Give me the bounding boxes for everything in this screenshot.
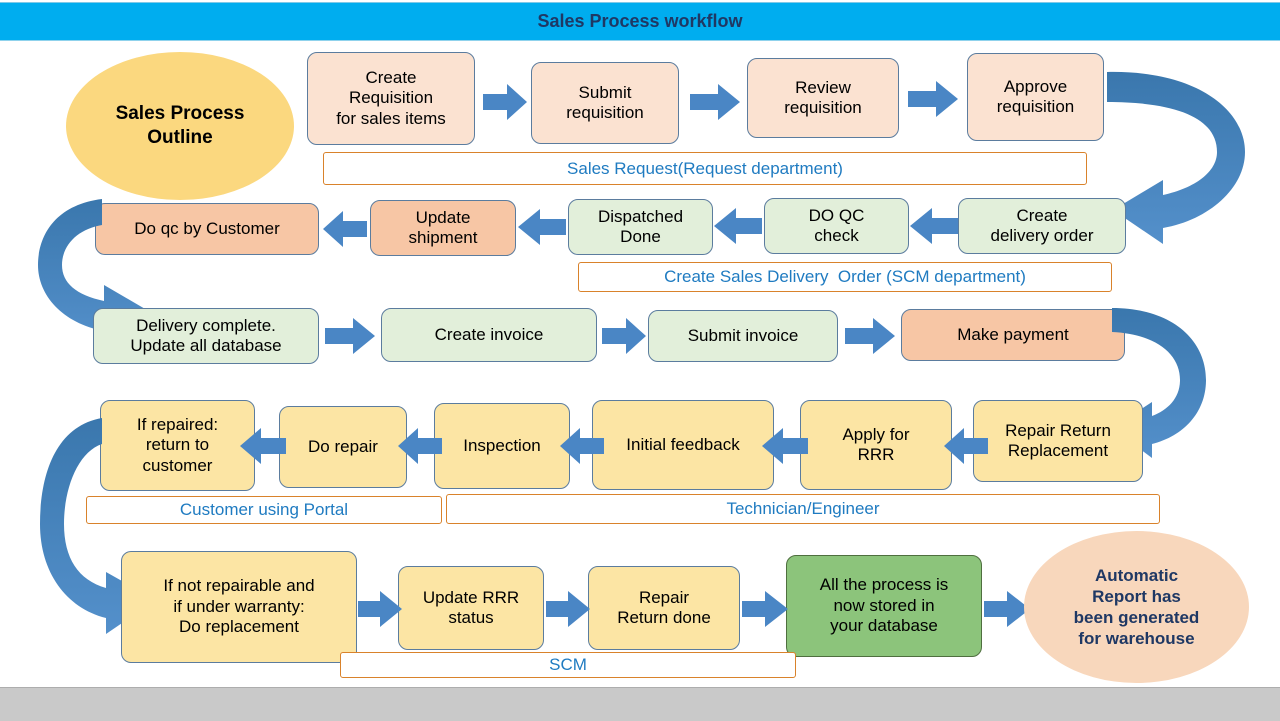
node-create-invoice[interactable]: Create invoice — [381, 308, 597, 362]
arrow-right-7 — [358, 591, 402, 627]
node-delivery-complete[interactable]: Delivery complete. Update all database — [93, 308, 319, 364]
curve-arrow-row4-to-row5 — [40, 418, 156, 634]
curve-arrow-row1-to-row2 — [1107, 71, 1245, 244]
arrow-left-6 — [398, 428, 442, 464]
bottom-status-strip — [0, 687, 1280, 721]
page-title: Sales Process workflow — [537, 11, 743, 31]
node-all-process-stored[interactable]: All the process is now stored in your da… — [786, 555, 982, 657]
arrow-right-4 — [325, 318, 375, 354]
node-if-not-repairable[interactable]: If not repairable and if under warranty:… — [121, 551, 357, 663]
node-repair-return-done[interactable]: Repair Return done — [588, 566, 740, 650]
arrow-right-6 — [845, 318, 895, 354]
node-approve-requisition[interactable]: Approve requisition — [967, 53, 1104, 141]
arrow-left-7 — [560, 428, 604, 464]
node-apply-for-rrr[interactable]: Apply for RRR — [800, 400, 952, 490]
lane-label-scm: SCM — [340, 652, 796, 678]
node-initial-feedback[interactable]: Initial feedback — [592, 400, 774, 490]
arrow-right-1 — [483, 84, 527, 120]
node-update-shipment[interactable]: Update shipment — [370, 200, 516, 256]
arrow-left-4 — [910, 208, 958, 244]
lane-label-sales-request: Sales Request(Request department) — [323, 152, 1087, 185]
node-review-requisition[interactable]: Review requisition — [747, 58, 899, 138]
node-create-delivery-order[interactable]: Create delivery order — [958, 198, 1126, 254]
node-submit-requisition[interactable]: Submit requisition — [531, 62, 679, 144]
arrow-right-10 — [984, 591, 1030, 627]
arrow-right-5 — [602, 318, 646, 354]
node-if-repaired-return[interactable]: If repaired: return to customer — [100, 400, 255, 491]
automatic-report-ellipse: Automatic Report has been generated for … — [1024, 531, 1249, 683]
lane-label-delivery-order: Create Sales Delivery Order (SCM departm… — [578, 262, 1112, 292]
arrow-left-2 — [518, 209, 566, 245]
sales-process-outline-ellipse: Sales Process Outline — [66, 52, 294, 200]
lane-label-customer-portal: Customer using Portal — [86, 496, 442, 524]
arrow-left-1 — [323, 211, 367, 247]
node-repair-return-replacement[interactable]: Repair Return Replacement — [973, 400, 1143, 482]
node-do-qc-by-customer[interactable]: Do qc by Customer — [95, 203, 319, 255]
node-submit-invoice[interactable]: Submit invoice — [648, 310, 838, 362]
arrow-right-9 — [742, 591, 788, 627]
arrow-left-5 — [240, 428, 286, 464]
node-dispatched-done[interactable]: Dispatched Done — [568, 199, 713, 255]
node-create-requisition[interactable]: Create Requisition for sales items — [307, 52, 475, 145]
arrow-right-2 — [690, 84, 740, 120]
node-make-payment[interactable]: Make payment — [901, 309, 1125, 361]
node-do-qc-check[interactable]: DO QC check — [764, 198, 909, 254]
title-bar: Sales Process workflow — [0, 2, 1280, 41]
arrow-left-9 — [944, 428, 988, 464]
arrow-left-8 — [762, 428, 808, 464]
arrow-right-8 — [546, 591, 590, 627]
lane-label-technician-engineer: Technician/Engineer — [446, 494, 1160, 524]
node-do-repair[interactable]: Do repair — [279, 406, 407, 488]
arrow-right-3 — [908, 81, 958, 117]
arrow-left-3 — [714, 208, 762, 244]
node-update-rrr-status[interactable]: Update RRR status — [398, 566, 544, 650]
curve-arrow-row2-to-row3 — [38, 199, 152, 343]
node-inspection[interactable]: Inspection — [434, 403, 570, 489]
